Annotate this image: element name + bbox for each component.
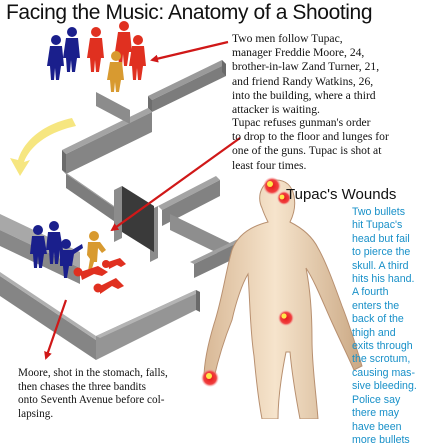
scene-illustration [0, 21, 363, 419]
wound-markers [201, 177, 294, 387]
building-walls [0, 60, 244, 360]
tupac-body-figure [203, 179, 363, 419]
page-title: Facing the Music: Anatomy of a Shooting [6, 1, 373, 24]
figures-shooting [30, 221, 126, 294]
wounds-heading: Tupac's Wounds [286, 186, 397, 203]
caption-moore: Moore, shot in the stomach, falls, then … [18, 367, 168, 420]
wounds-description: Two bullets hit Tupac's head but fail to… [352, 206, 417, 446]
annotation-arrows [44, 40, 241, 360]
figures-entering [47, 21, 146, 92]
caption-entry: Two men follow Tupac, manager Freddie Mo… [232, 32, 380, 117]
caption-gunman: Tupac refuses gunman's order to drop to … [232, 116, 389, 172]
path-arrow [10, 118, 76, 176]
